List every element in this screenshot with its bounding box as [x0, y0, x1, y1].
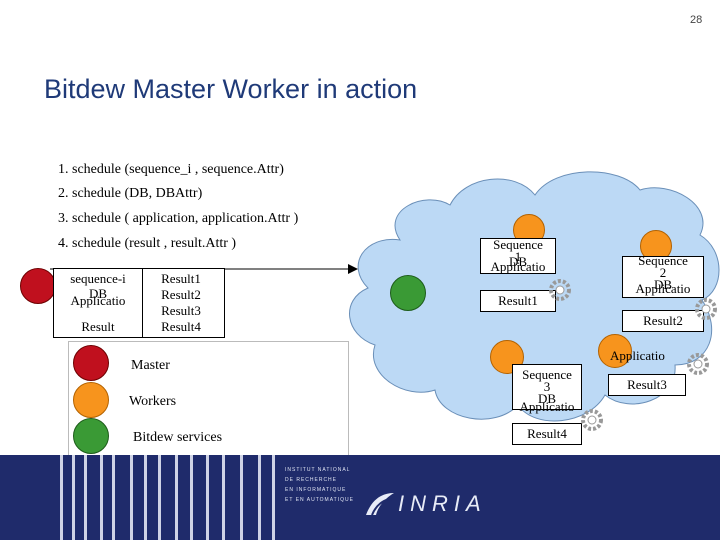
master-node — [20, 268, 56, 304]
legend-box: Master Workers Bitdew services — [68, 341, 349, 456]
legend-master-label: Master — [131, 358, 170, 373]
inria-logo-text: INRIA — [398, 491, 487, 516]
step-4: 4. schedule (result , result.Attr ) — [58, 236, 237, 251]
inria-logo-mark — [366, 493, 394, 516]
institute-line-3: EN INFORMATIQUE — [285, 487, 347, 493]
worker-2-result: Result2 — [622, 310, 704, 332]
table-cell-result2: Result2 — [161, 287, 201, 302]
legend-worker-dot — [73, 382, 109, 418]
step-1: 1. schedule (sequence_i , sequence.Attr) — [58, 162, 284, 177]
table-cell-application: Applicatio — [70, 293, 126, 308]
legend-services-label: Bitdew services — [133, 430, 223, 445]
worker-1-sequence-suffix: 1 — [514, 249, 522, 264]
institute-line-1: INSTITUT NATIONAL — [285, 467, 351, 473]
institute-line-2: DE RECHERCHE — [285, 477, 338, 483]
worker-3-data-box: Sequence 3 Applicatio DB — [512, 364, 582, 414]
table-cell-result1: Result1 — [161, 271, 201, 286]
worker-3-sequence-suffix: 3 — [543, 379, 551, 394]
worker-1-sequence: Sequence — [493, 237, 543, 252]
table-cell-db: DB — [88, 286, 108, 301]
worker-2-sequence: Sequence — [638, 253, 688, 268]
worker-1-result: Result1 — [480, 290, 556, 312]
step-3: 3. schedule ( application, application.A… — [58, 211, 299, 226]
worker-2-db: DB — [653, 277, 673, 292]
worker-1-application: Applicatio — [490, 259, 546, 274]
table-divider — [142, 269, 143, 337]
table-cell-result3: Result3 — [161, 303, 201, 318]
gear-icon — [687, 353, 709, 375]
worker-2-sequence-suffix: 2 — [659, 265, 667, 280]
step-2: 2. schedule (DB, DBAttr) — [58, 186, 203, 201]
worker-3-result: Result4 — [512, 423, 582, 445]
page-number: 28 — [690, 14, 703, 26]
table-cell-result4: Result4 — [161, 319, 201, 334]
bitdew-service-node — [390, 275, 426, 311]
worker-4-application: Applicatio — [610, 348, 665, 363]
worker-2-data-box: Sequence 2 Applicatio DB — [622, 253, 704, 298]
slide-title: Bitdew Master Worker in action — [44, 74, 418, 104]
worker-2-application: Applicatio — [635, 281, 691, 296]
table-cell-sequence: sequence-i — [70, 271, 126, 286]
worker-3-application: Applicatio — [519, 399, 575, 414]
worker-1-db: DB — [508, 254, 528, 269]
legend-master-dot — [73, 345, 109, 381]
worker-3-sequence: Sequence — [522, 367, 572, 382]
worker-3-db: DB — [537, 391, 557, 406]
gear-icon — [695, 298, 717, 320]
table-cell-result: Result — [81, 319, 115, 334]
master-table: sequence-i DB Applicatio Result Result1 … — [53, 268, 225, 338]
legend-workers-label: Workers — [129, 394, 177, 409]
institute-line-4: ET EN AUTOMATIQUE — [285, 497, 354, 503]
footer-band: INSTITUT NATIONAL DE RECHERCHE EN INFORM… — [0, 455, 720, 540]
worker-4-result: Result3 — [608, 374, 686, 396]
gear-icon — [549, 279, 571, 301]
gear-icon — [581, 409, 603, 431]
worker-4-node — [598, 334, 632, 368]
worker-1-data-box: Sequence 1 Applicatio DB — [480, 237, 556, 274]
legend-service-dot — [73, 418, 109, 454]
